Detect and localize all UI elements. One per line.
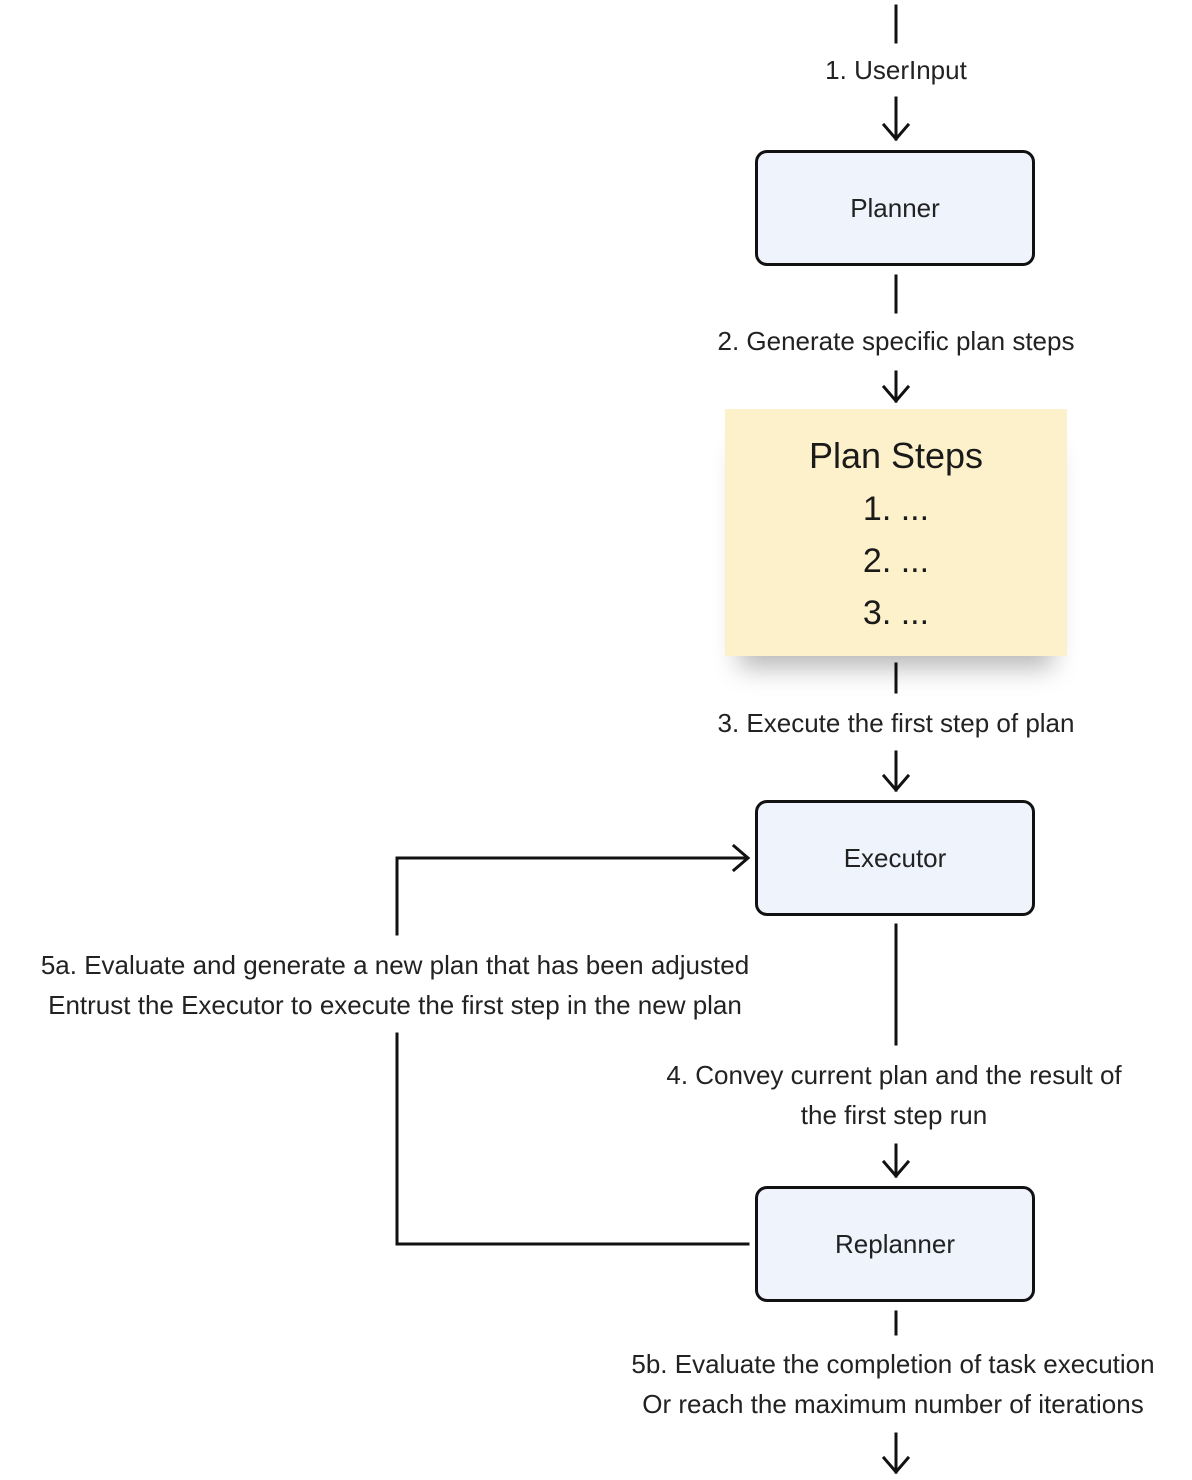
executor-node: Executor: [755, 800, 1035, 916]
edge-label-generate-plan: 2. Generate specific plan steps: [717, 326, 1075, 356]
edge-label-execute-first-step: 3. Execute the first step of plan: [717, 708, 1075, 738]
arrowhead-plan-steps: [881, 384, 911, 404]
edge-label-completion-line-2: Or reach the maximum number of iteration…: [642, 1389, 1144, 1419]
plan-steps-note: Plan Steps 1. ... 2. ... 3. ...: [725, 409, 1067, 656]
replanner-node-label: Replanner: [835, 1228, 955, 1259]
plan-steps-title: Plan Steps: [808, 435, 984, 476]
replanner-node: Replanner: [755, 1186, 1035, 1302]
executor-node-label: Executor: [843, 842, 947, 873]
edge-label-adjust-line-2: Entrust the Executor to execute the firs…: [48, 990, 742, 1020]
arrowhead-executor: [881, 773, 911, 793]
arrowhead-planner: [881, 122, 911, 142]
planner-node-label: Planner: [850, 192, 940, 223]
edge-label-convey-line-2: the first step run: [800, 1100, 988, 1130]
arrowhead-loop-executor: [731, 843, 751, 873]
edge-label-adjust-line-1: 5a. Evaluate and generate a new plan tha…: [40, 950, 750, 980]
edge-label-user-input: 1. UserInput: [825, 55, 967, 85]
connector-loop-upper: [395, 856, 748, 936]
edge-label-completion-line-1: 5b. Evaluate the completion of task exec…: [631, 1349, 1155, 1379]
plan-step-item: 1. ...: [862, 490, 930, 528]
connector-loop-lower: [395, 1032, 750, 1246]
planner-node: Planner: [755, 150, 1035, 266]
arrowhead-end: [881, 1455, 911, 1475]
plan-step-item: 2. ...: [862, 542, 930, 580]
edge-label-convey-line-1: 4. Convey current plan and the result of: [666, 1060, 1122, 1090]
arrowhead-replanner: [881, 1159, 911, 1179]
plan-step-item: 3. ...: [862, 594, 930, 632]
